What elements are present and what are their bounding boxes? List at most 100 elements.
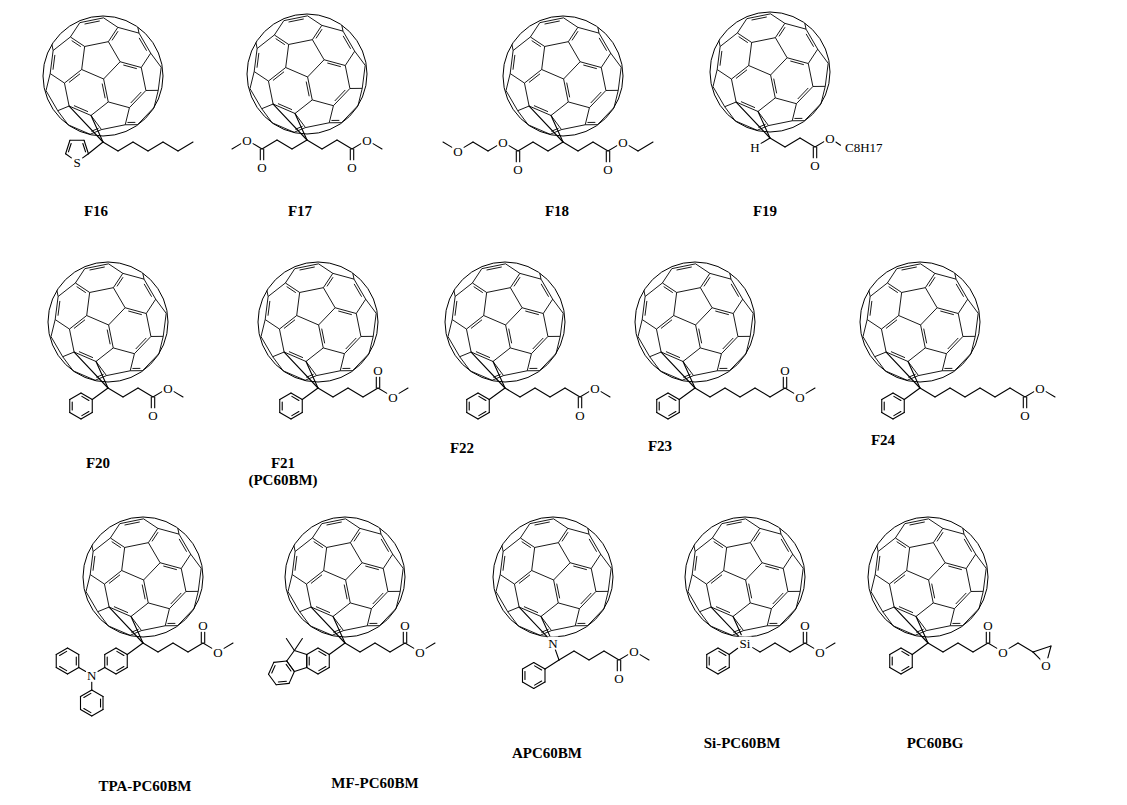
atom-label: O — [256, 161, 267, 174]
bond-line — [489, 388, 505, 400]
bond-line — [360, 643, 375, 652]
bond-line — [88, 142, 103, 154]
bond-line — [882, 413, 893, 420]
bond-line — [574, 651, 589, 660]
bond-line — [307, 140, 322, 149]
compound-name: F16 — [84, 203, 108, 220]
bond-line — [269, 662, 274, 674]
bond-line — [719, 667, 726, 671]
bond-line — [232, 144, 241, 149]
bond-line — [578, 142, 593, 151]
atom-label: O — [779, 364, 790, 377]
bond-line — [563, 142, 578, 151]
bond-line — [608, 146, 617, 151]
bond-line — [70, 393, 81, 400]
bond-line — [80, 690, 91, 697]
fullerene-outline — [445, 262, 565, 382]
bond-line — [740, 388, 755, 397]
bond-line — [729, 655, 730, 668]
bond-line — [606, 151, 607, 162]
bond-line — [544, 669, 545, 682]
bond-line — [291, 413, 302, 420]
bond-line — [469, 402, 470, 410]
bond-line — [188, 643, 203, 652]
bond-line — [518, 142, 533, 151]
bond-line — [148, 142, 163, 151]
bond-line — [1009, 643, 1018, 648]
bond-line — [522, 663, 533, 670]
bond-line — [127, 655, 128, 668]
atom-label: N — [547, 637, 558, 650]
bond-line — [105, 668, 116, 675]
bond-line — [104, 655, 105, 668]
bond-line — [153, 392, 162, 397]
atom-label: O — [414, 646, 425, 659]
compound-name: F20 — [86, 455, 110, 472]
bond-line — [262, 140, 277, 149]
bond-line — [83, 143, 86, 151]
bond-line — [489, 400, 490, 413]
bond-line — [287, 661, 295, 672]
bond-line — [522, 669, 523, 682]
bond-line — [529, 106, 563, 142]
bond-line — [76, 657, 77, 665]
bond-line — [306, 655, 307, 668]
bond-line — [163, 142, 178, 151]
bond-line — [277, 140, 292, 149]
bond-line — [272, 666, 275, 673]
bond-line — [640, 655, 649, 660]
bond-line — [710, 388, 725, 397]
atom-label: O — [497, 136, 508, 149]
bond-line — [656, 400, 657, 413]
bond-line — [329, 655, 330, 668]
fullerene-outline — [83, 517, 203, 637]
bond-line — [224, 643, 233, 648]
bond-line — [593, 142, 608, 151]
bond-line — [127, 643, 143, 655]
fullerene-outline — [258, 262, 378, 382]
bond-line — [306, 361, 318, 388]
bond-line — [761, 138, 770, 143]
bond-line — [280, 393, 291, 400]
atom-label: O — [794, 391, 805, 404]
bond-line — [493, 361, 505, 388]
bond-line — [736, 102, 770, 138]
bond-line — [617, 660, 618, 671]
bond-line — [889, 655, 890, 668]
bond-line — [902, 667, 909, 671]
bond-line — [379, 377, 380, 388]
bond-line — [201, 632, 202, 643]
bond-line — [203, 643, 212, 648]
compound-name: F22 — [450, 440, 474, 457]
bond-line — [785, 388, 794, 393]
bond-line — [390, 643, 405, 652]
fullerene-cage — [506, 18, 621, 134]
bond-line — [337, 140, 352, 149]
bond-line — [294, 650, 306, 654]
atom-label: O — [1019, 409, 1030, 422]
bond-line — [69, 106, 103, 142]
bond-line — [294, 638, 302, 650]
bond-line — [958, 643, 973, 652]
bond-line — [353, 149, 354, 160]
bond-line — [901, 668, 912, 675]
atom-label: O — [799, 619, 810, 632]
bond-line — [718, 668, 729, 675]
bond-line — [154, 397, 155, 408]
fullerene-outline — [493, 517, 613, 637]
bond-line — [555, 650, 559, 660]
bond-line — [920, 388, 935, 397]
bond-line — [352, 144, 361, 149]
bond-line — [66, 140, 70, 153]
bond-line — [68, 648, 79, 655]
compound-name: MF-PC60BM — [331, 775, 418, 792]
bond-line — [66, 154, 72, 158]
bond-line — [826, 643, 835, 648]
bond-line — [629, 146, 638, 151]
bond-line — [375, 643, 390, 652]
bond-line — [908, 361, 920, 388]
bond-line — [541, 616, 550, 636]
bond-line — [292, 412, 299, 416]
bond-line — [509, 146, 518, 151]
compound-name: PC60BG — [907, 735, 964, 752]
